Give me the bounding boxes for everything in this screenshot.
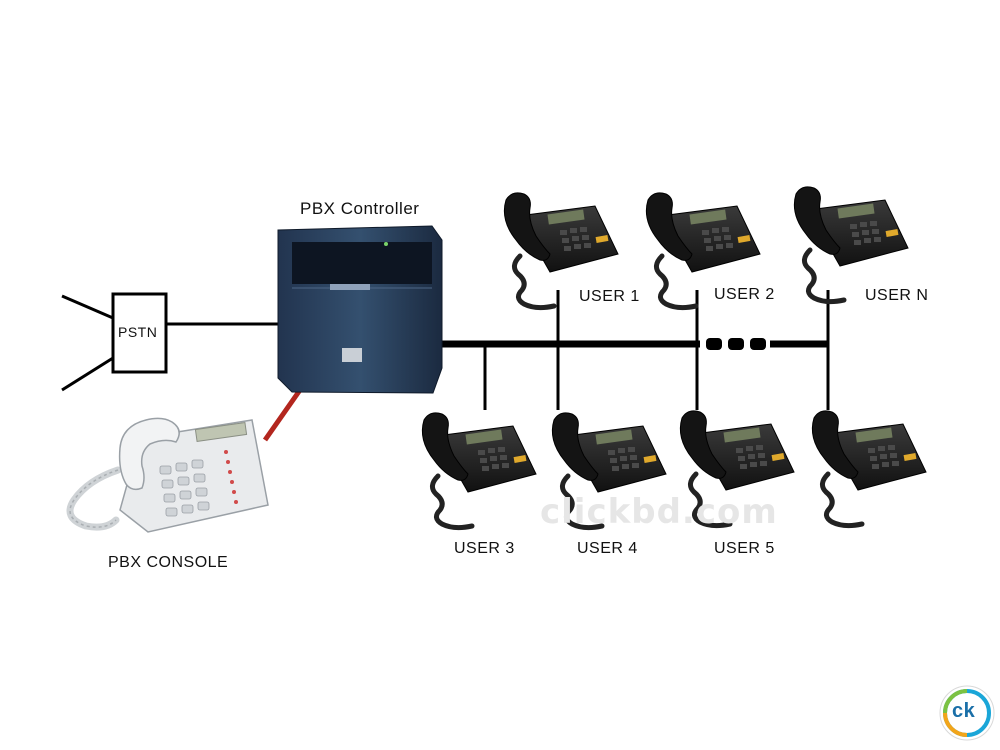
bus-ellipsis (706, 338, 766, 350)
pstn-box (111, 292, 168, 374)
user-1-label: USER 1 (579, 288, 640, 305)
pbx-controller-label: PBX Controller (300, 199, 420, 218)
desk-phone-icon-user-6 (812, 411, 926, 526)
trunk-line-lower (61, 356, 114, 392)
user-3-label: USER 3 (454, 540, 515, 557)
user-4-label: USER 4 (577, 540, 638, 557)
user-2-label: USER 2 (714, 286, 775, 303)
console-phone-icon (66, 417, 269, 533)
user-n-label: USER N (865, 287, 929, 304)
trunk-line-upper (61, 294, 114, 320)
connection-lines (61, 290, 830, 410)
user-5-label: USER 5 (714, 540, 775, 557)
pbx-controller-icon (277, 225, 443, 394)
pbx-console-label: PBX CONSOLE (108, 554, 229, 571)
watermark-text: clickbd.com (540, 492, 778, 532)
watermark-logo-text: ck (952, 700, 976, 722)
watermark-logo (939, 685, 995, 741)
desk-phone-icon-user-3 (422, 413, 536, 528)
console-link-line (262, 388, 303, 442)
pstn-label: PSTN (118, 324, 158, 340)
desk-phone-icon-user-n (794, 187, 908, 302)
